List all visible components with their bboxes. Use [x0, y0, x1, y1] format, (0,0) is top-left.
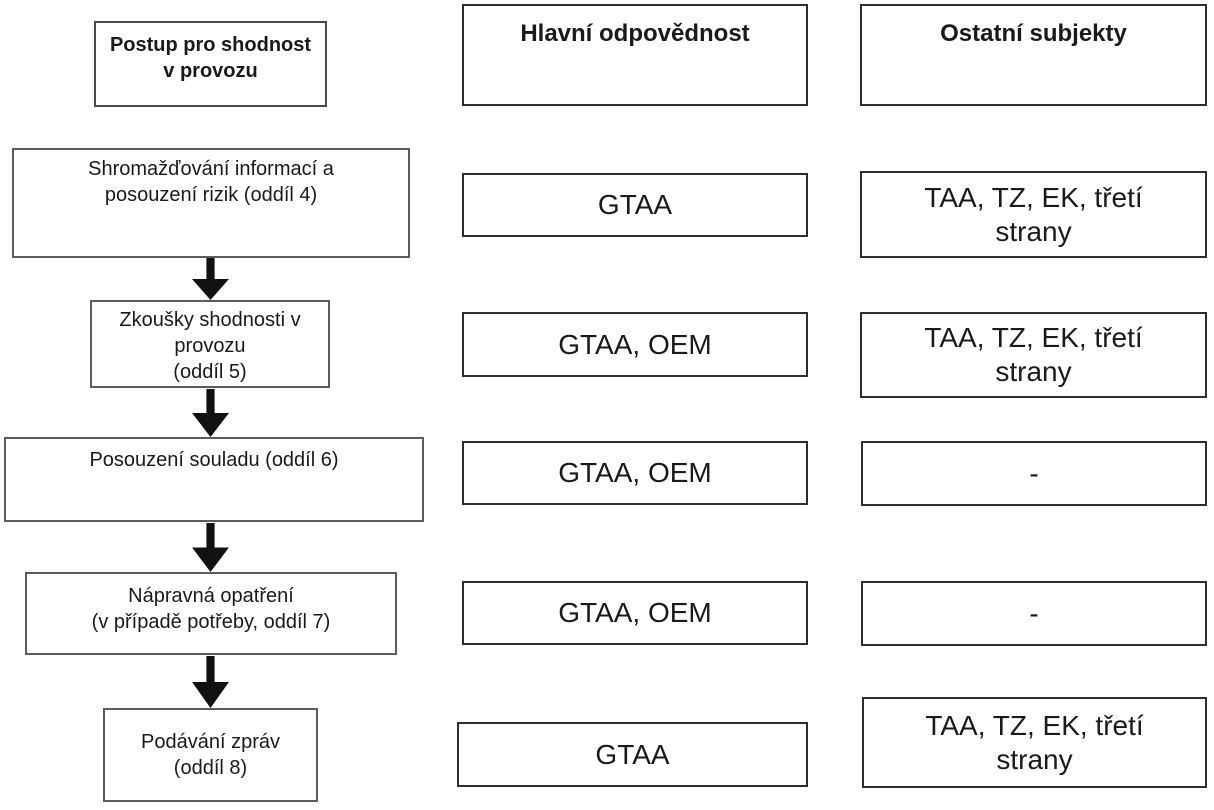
others-5-box: TAA, TZ, EK, třetí strany: [862, 697, 1207, 788]
flow-step-3-box: Posouzení souladu (oddíl 6): [4, 437, 424, 522]
flow-step-2-box: Zkoušky shodnosti v provozu (oddíl 5): [90, 300, 330, 388]
arrow-down-icon: [190, 656, 231, 708]
responsibility-column-header: Hlavní odpovědnost: [462, 4, 808, 106]
flow-step-5-box: Podávání zpráv (oddíl 8): [103, 708, 318, 802]
responsibility-4-box: GTAA, OEM: [462, 581, 808, 645]
flow-step-4-box: Nápravná opatření (v případě potřeby, od…: [25, 572, 397, 655]
responsibility-1-box: GTAA: [462, 173, 808, 237]
responsibility-5-box: GTAA: [457, 722, 808, 787]
others-1-box: TAA, TZ, EK, třetí strany: [860, 171, 1207, 258]
responsibility-3-box: GTAA, OEM: [462, 441, 808, 505]
others-2-box: TAA, TZ, EK, třetí strany: [860, 312, 1207, 398]
arrow-down-icon: [190, 523, 231, 572]
others-4-box: -: [861, 581, 1207, 646]
arrow-down-icon: [190, 258, 231, 300]
process-column-header: Postup pro shodnost v provozu: [94, 21, 327, 107]
others-column-header: Ostatní subjekty: [860, 4, 1207, 106]
responsibility-2-box: GTAA, OEM: [462, 312, 808, 377]
flow-step-1-box: Shromažďování informací a posouzení rizi…: [12, 148, 410, 258]
arrow-down-icon: [190, 389, 231, 437]
others-3-box: -: [861, 441, 1207, 506]
